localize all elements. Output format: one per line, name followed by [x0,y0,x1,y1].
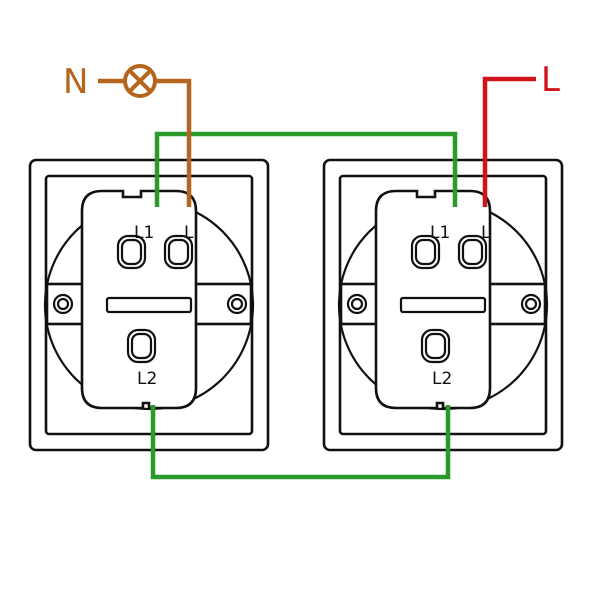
right-terminal-l2-label: L2 [432,369,452,389]
right-terminal-l-label: L [481,223,491,243]
right-switch [322,158,564,452]
left-terminal-l-label: L [184,223,194,243]
live-wire [482,76,536,207]
left-switch [28,158,270,452]
traveler-wire-top [154,131,458,207]
neutral-wire [156,78,192,207]
left-terminal-l1-label: L1 [134,223,154,243]
left-terminal-l2-label: L2 [137,369,157,389]
lamp-icon [123,64,157,98]
right-terminal-l1-label: L1 [430,223,450,243]
neutral-label: N [63,62,88,102]
traveler-wire-bottom [150,405,451,480]
live-label: L [541,60,560,100]
